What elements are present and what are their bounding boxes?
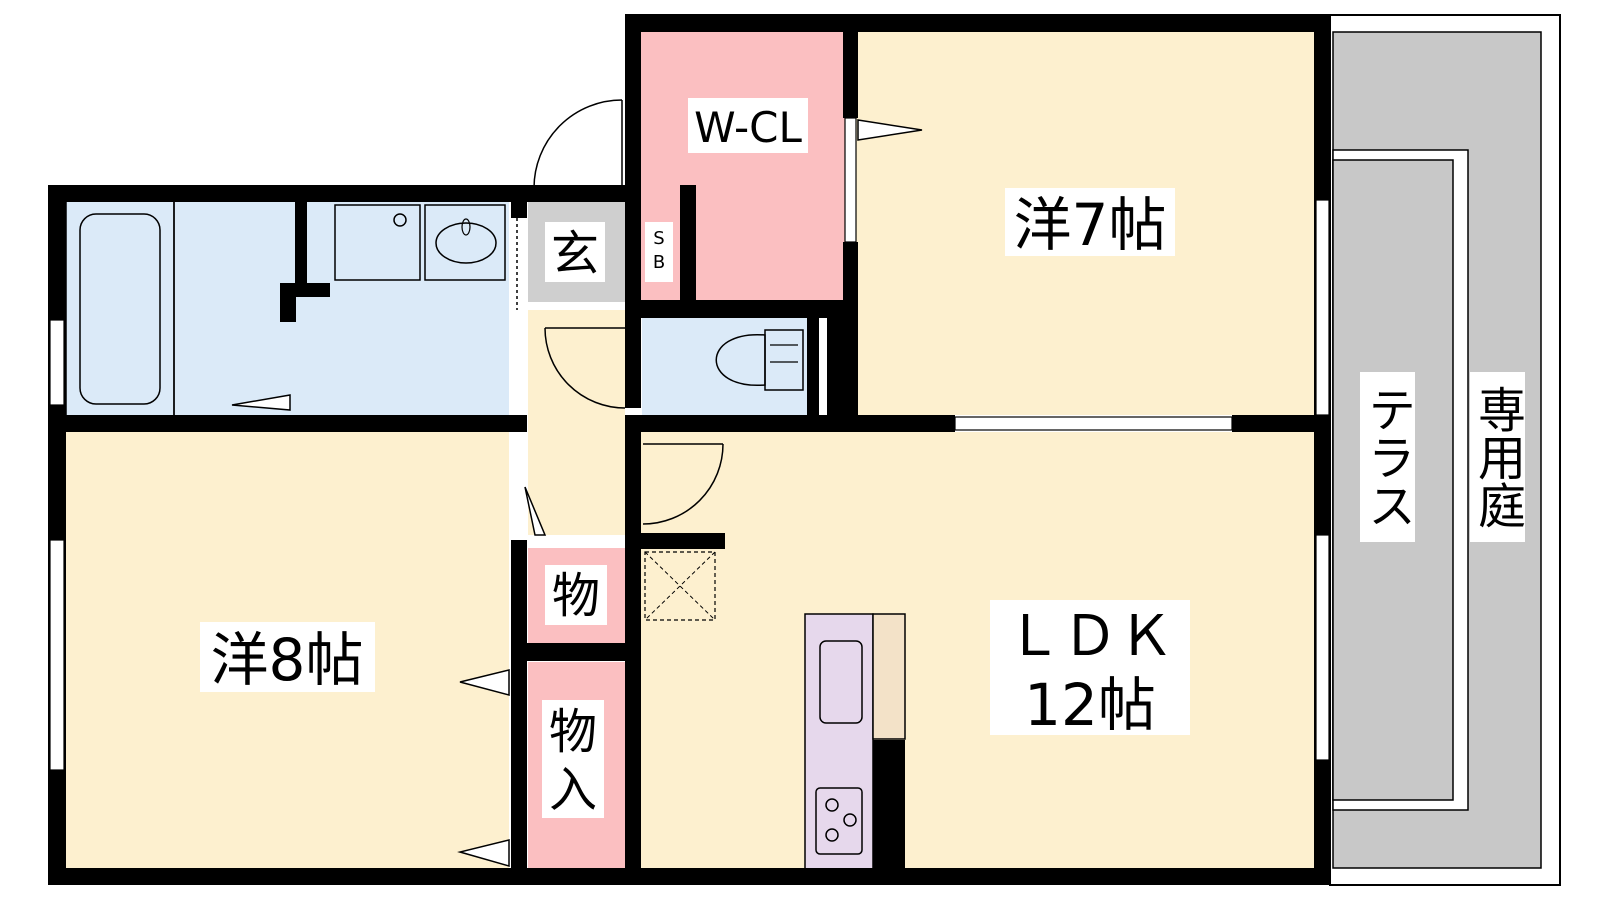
label-storage-line2: 入 — [549, 762, 597, 818]
washbasin — [334, 204, 506, 281]
label-storage-small: 物 — [552, 568, 600, 624]
refrigerator-space — [644, 551, 716, 621]
label-entrance: 玄 — [551, 226, 599, 282]
kitchen-counter — [804, 613, 906, 872]
doors — [231, 99, 923, 867]
label-private-garden: 専用庭 — [1469, 385, 1525, 529]
label-storage-line1: 物 — [549, 704, 597, 760]
toilet-floor — [642, 318, 809, 417]
hall-floor — [528, 310, 625, 535]
label-ldk: ＬＤＫ — [1006, 604, 1174, 669]
label-shoebox-b: B — [653, 252, 665, 273]
label-terrace: テラス — [1359, 385, 1415, 529]
label-shoebox-s: S — [653, 228, 664, 249]
label-bedroom-8: 洋8帖 — [211, 626, 364, 694]
ldk-floor — [640, 432, 1315, 868]
label-ldk-size: 12帖 — [1024, 671, 1156, 739]
windows — [49, 117, 1330, 771]
label-wcl: W-CL — [694, 103, 802, 152]
label-bedroom-7: 洋7帖 — [1014, 191, 1167, 259]
toilet-fixture — [715, 329, 804, 391]
bathtub — [65, 199, 175, 418]
